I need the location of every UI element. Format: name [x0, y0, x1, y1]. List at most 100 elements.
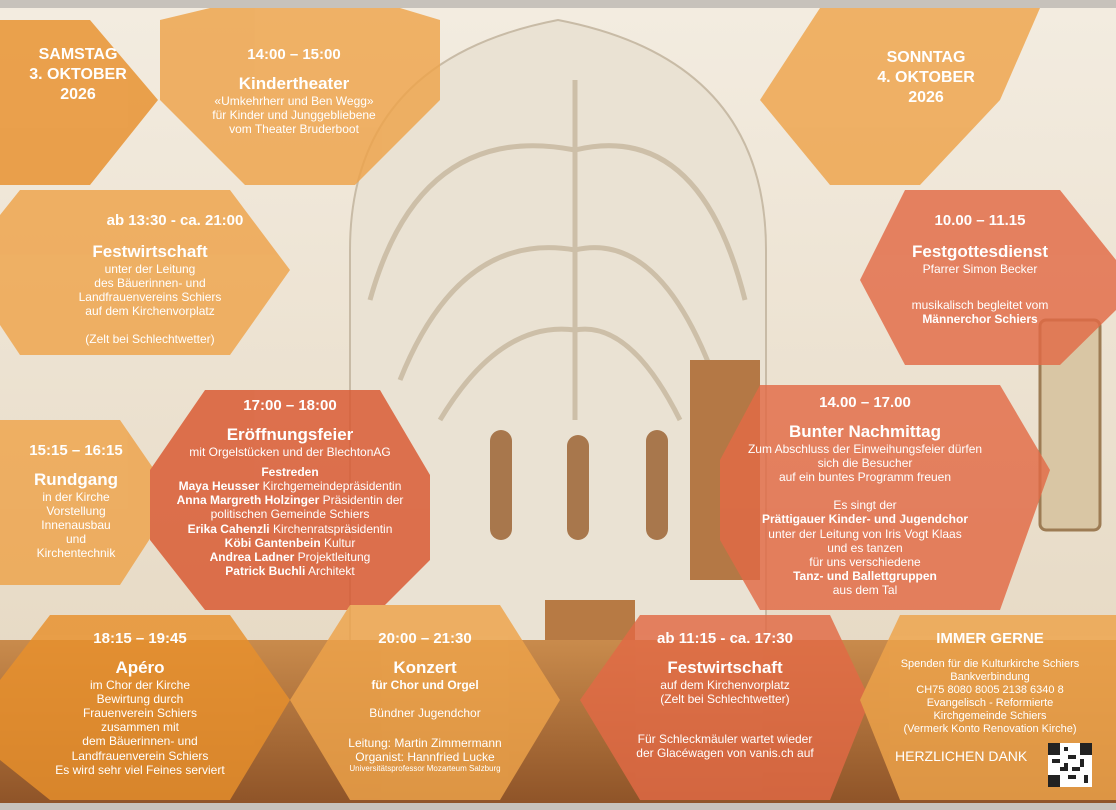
bunter-sing: Es singt der: [833, 498, 897, 513]
speaker-role: Projektleitung: [294, 549, 371, 564]
immer-line: Bankverbindung: [950, 670, 1030, 683]
eroeffnung-block: 17:00 – 18:00 Eröffnungsfeier mit Orgels…: [150, 397, 430, 578]
sunday-year: 2026: [908, 89, 944, 106]
konzert-subtitle: für Chor und Orgel: [371, 677, 479, 692]
speaker-line: Anna Margreth Holzinger Präsidentin der: [150, 493, 430, 507]
apero-line: Bewirtung durch: [96, 691, 184, 706]
thanks-text: HERZLICHEN DANK: [895, 748, 1028, 764]
festwirtschaft-sat-block: ab 13:30 - ca. 21:00 Festwirtschaft unte…: [40, 212, 260, 347]
speaker-role: Architekt: [305, 563, 355, 578]
festwirtschaft-sun-title: Festwirtschaft: [667, 657, 783, 677]
kindertheater-block: 14:00 – 15:00 Kindertheater «Umkehrherr …: [170, 46, 418, 136]
apero-line: zusammen mit: [100, 720, 180, 735]
festwirtschaft-sat-line: des Bäuerinnen- und: [94, 275, 206, 290]
bottom-margin: [0, 803, 1116, 810]
gottesdienst-pastor: Pfarrer Simon Becker: [922, 261, 1038, 276]
speaker-role: Kultur: [320, 535, 356, 550]
immer-line: (Vermerk Konto Renovation Kirche): [903, 722, 1077, 735]
festwirtschaft-sat-time: ab 13:30 - ca. 21:00: [106, 212, 244, 229]
festwirtschaft-sat-line: Landfrauenvereins Schiers: [78, 290, 222, 305]
hex-eroeffnung: [150, 390, 430, 610]
apero-time: 18:15 – 19:45: [93, 630, 187, 647]
festwirtschaft-sat-line: auf dem Kirchenvorplatz: [85, 304, 215, 319]
festwirtschaft-sun-time: ab 11:15 - ca. 17:30: [657, 630, 793, 647]
qr-code-icon: [1048, 743, 1092, 787]
immer-line: CH75 8080 8005 2138 6340 8: [916, 683, 1064, 696]
rundgang-line: Innenausbau: [41, 518, 111, 533]
speaker-role: Präsidentin der: [319, 493, 404, 508]
bunter-line: auf ein buntes Programm freuen: [778, 470, 952, 485]
kindertheater-line: «Umkehrherr und Ben Wegg»: [214, 93, 374, 108]
rundgang-line: Kirchentechnik: [36, 546, 116, 561]
hex-apero: [0, 615, 290, 800]
festwirtschaft-sun-line: auf dem Kirchenvorplatz: [660, 677, 790, 692]
speaker-name: Anna Margreth Holzinger: [176, 493, 320, 508]
sunday-day: 4. OKTOBER: [877, 69, 975, 86]
festreden-heading: Festreden: [261, 464, 319, 479]
kindertheater-line: vom Theater Bruderboot: [229, 122, 359, 137]
speaker-line: Andrea Ladner Projektleitung: [150, 550, 430, 564]
konzert-lead: Leitung: Martin Zimmermann: [348, 736, 502, 751]
church-windows: [490, 318, 1102, 540]
hex-sunday-date: [760, 8, 1040, 185]
apero-block: 18:15 – 19:45 Apéro im Chor der Kirche B…: [20, 630, 260, 777]
bunter-line: und es tanzen: [827, 540, 903, 555]
saturday-date: SAMSTAG 3. OKTOBER 2026: [18, 45, 138, 105]
speaker-line: politischen Gemeinde Schiers: [150, 507, 430, 521]
hex-gottesdienst: [860, 190, 1116, 365]
sunday-weekday: SONNTAG: [886, 49, 966, 66]
hex-festwirtschaft-sat: [0, 190, 290, 355]
speaker-name: Maya Heusser: [178, 479, 260, 494]
speaker-line: Köbi Gantenbein Kultur: [150, 536, 430, 550]
immer-line: Spenden für die Kulturkirche Schiers: [900, 657, 1080, 670]
konzert-choir: Bündner Jugendchor: [369, 705, 481, 720]
kindertheater-title: Kindertheater: [238, 73, 350, 93]
apero-title: Apéro: [115, 657, 165, 677]
hex-saturday-date: [0, 20, 158, 185]
bunter-title: Bunter Nachmittag: [788, 421, 942, 441]
gottesdienst-choir: Männerchor Schiers: [922, 312, 1038, 327]
hex-konzert: [290, 605, 560, 800]
speaker-line: Patrick Buchli Architekt: [150, 564, 430, 578]
bunter-end: aus dem Tal: [832, 583, 898, 598]
speaker-name: Andrea Ladner: [209, 549, 295, 564]
immer-gerne-title: IMMER GERNE: [936, 630, 1044, 647]
konzert-organist: Organist: Hannfried Lucke: [355, 750, 495, 765]
eroeffnung-time: 17:00 – 18:00: [243, 397, 337, 414]
festwirtschaft-sat-line: unter der Leitung: [104, 261, 196, 276]
hex-bunter: [720, 385, 1050, 610]
speaker-role: politischen Gemeinde Schiers: [210, 507, 370, 522]
festwirtschaft-sun-block: ab 11:15 - ca. 17:30 Festwirtschaft auf …: [600, 630, 850, 760]
festwirtschaft-sat-note: (Zelt bei Schlechtwetter): [85, 332, 215, 347]
rundgang-title: Rundgang: [33, 469, 119, 489]
speaker-role: Kirchenratspräsidentin: [269, 521, 393, 536]
apero-line: Es wird sehr viel Feines serviert: [55, 762, 225, 777]
gottesdienst-time: 10.00 – 11.15: [934, 212, 1026, 229]
eroeffnung-title: Eröffnungsfeier: [226, 424, 354, 444]
speaker-name: Erika Cahenzli: [187, 521, 270, 536]
speaker-name: Patrick Buchli: [225, 563, 306, 578]
gottesdienst-block: 10.00 – 11.15 Festgottesdienst Pfarrer S…: [880, 212, 1080, 326]
bunter-dance: Tanz- und Ballettgruppen: [793, 568, 937, 583]
sunday-date: SONNTAG 4. OKTOBER 2026: [866, 48, 986, 108]
kindertheater-time: 14:00 – 15:00: [247, 46, 341, 63]
bunter-line: für uns verschiedene: [809, 554, 921, 569]
speaker-role: Kirchgemeindepräsidentin: [259, 479, 402, 494]
eroeffnung-subtitle: mit Orgelstücken und der BlechtonAG: [189, 444, 391, 459]
rundgang-line: und: [65, 532, 87, 547]
gottesdienst-title: Festgottesdienst: [911, 241, 1049, 261]
saturday-weekday: SAMSTAG: [38, 46, 118, 63]
bunter-time: 14.00 – 17.00: [819, 394, 911, 411]
speaker-line: Maya Heusser Kirchgemeindepräsidentin: [150, 479, 430, 493]
konzert-block: 20:00 – 21:30 Konzert für Chor und Orgel…: [300, 630, 550, 774]
festwirtschaft-sun-line: Für Schleckmäuler wartet wieder: [637, 732, 813, 747]
bunter-line: Zum Abschluss der Einweihungsfeier dürfe…: [747, 441, 983, 456]
kindertheater-line: für Kinder und Junggebliebene: [212, 107, 376, 122]
hexagon-overlays: [0, 8, 1116, 800]
festwirtschaft-sun-line: (Zelt bei Schlechtwetter): [660, 691, 790, 706]
hex-kindertheater: [160, 8, 440, 185]
qr-code[interactable]: [1048, 743, 1092, 787]
saturday-year: 2026: [60, 86, 96, 103]
